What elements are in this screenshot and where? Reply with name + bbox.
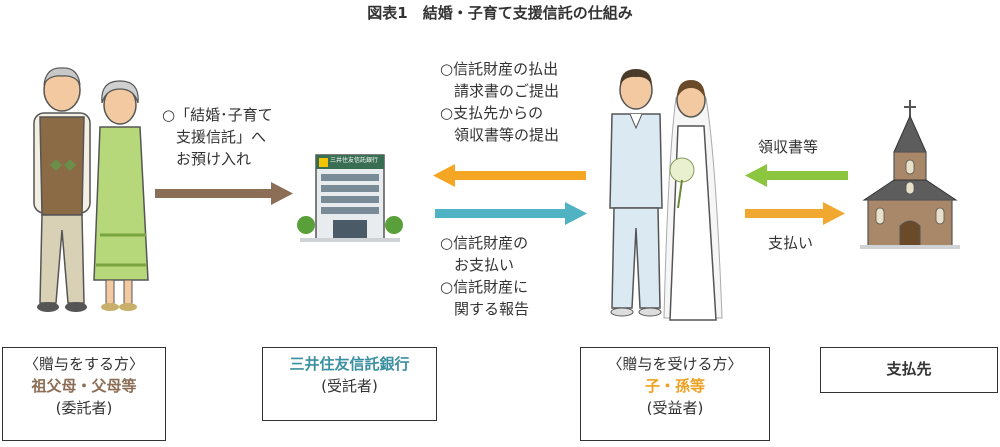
payment-arrow	[745, 202, 845, 225]
church-illustration	[860, 100, 960, 249]
payout-note-line1: ○信託財産の	[440, 234, 529, 252]
entrust-note-line1: ○「結婚･子育て	[162, 106, 273, 124]
payout-arrow	[435, 202, 587, 225]
entrust-note: ○「結婚･子育て 支援信託」へ お預け入れ	[162, 104, 273, 170]
couple-illustration	[609, 69, 723, 321]
payout-note: ○信託財産の お支払い ○信託財産に 関する報告	[440, 232, 529, 320]
receiver-box: 〈贈与を受ける方〉 子・孫等 (受益者)	[580, 347, 770, 441]
request-note-line1: ○信託財産の払出	[440, 60, 559, 78]
payee-box: 支払先	[820, 347, 998, 393]
giver-role: 〈贈与をする方〉	[23, 355, 144, 373]
bank-building-illustration	[297, 154, 403, 242]
payout-note-line3: ○信託財産に	[440, 278, 529, 296]
bank-sign: 三井住友信託銀行	[330, 157, 379, 164]
entrust-note-line2: 支援信託」へ	[176, 128, 267, 146]
payee-name: 支払先	[886, 360, 932, 378]
receipt-arrow	[745, 164, 848, 187]
grandparents-illustration	[33, 67, 149, 312]
receiver-role-type: (受益者)	[646, 399, 704, 417]
request-note: ○信託財産の払出 請求書のご提出 ○支払先からの 領収書等の提出	[440, 58, 559, 146]
giver-who: 祖父母・父母等	[31, 377, 137, 395]
payout-note-line2: お支払い	[454, 256, 515, 274]
giver-role-type: (委託者)	[55, 399, 113, 417]
bank-box: 三井住友信託銀行 (受託者)	[262, 347, 437, 421]
request-note-line4: 領収書等の提出	[454, 126, 560, 144]
bank-role-type: (受託者)	[321, 377, 378, 395]
giver-box: 〈贈与をする方〉 祖父母・父母等 (委託者)	[2, 347, 166, 441]
entrust-arrow	[155, 182, 293, 205]
receiver-role: 〈贈与を受ける方〉	[607, 355, 743, 373]
bank-name: 三井住友信託銀行	[289, 355, 410, 373]
payment-label: 支払い	[768, 234, 814, 252]
payout-note-line4: 関する報告	[454, 300, 530, 318]
request-arrow	[433, 164, 586, 187]
request-note-line2: 請求書のご提出	[454, 82, 560, 100]
receiver-who: 子・孫等	[644, 377, 705, 395]
request-note-line3: ○支払先からの	[440, 104, 544, 122]
diagram-title: 図表1 結婚・子育て支援信託の仕組み	[367, 4, 633, 22]
receipt-label: 領収書等	[758, 138, 819, 156]
entrust-note-line3: お預け入れ	[176, 150, 252, 168]
